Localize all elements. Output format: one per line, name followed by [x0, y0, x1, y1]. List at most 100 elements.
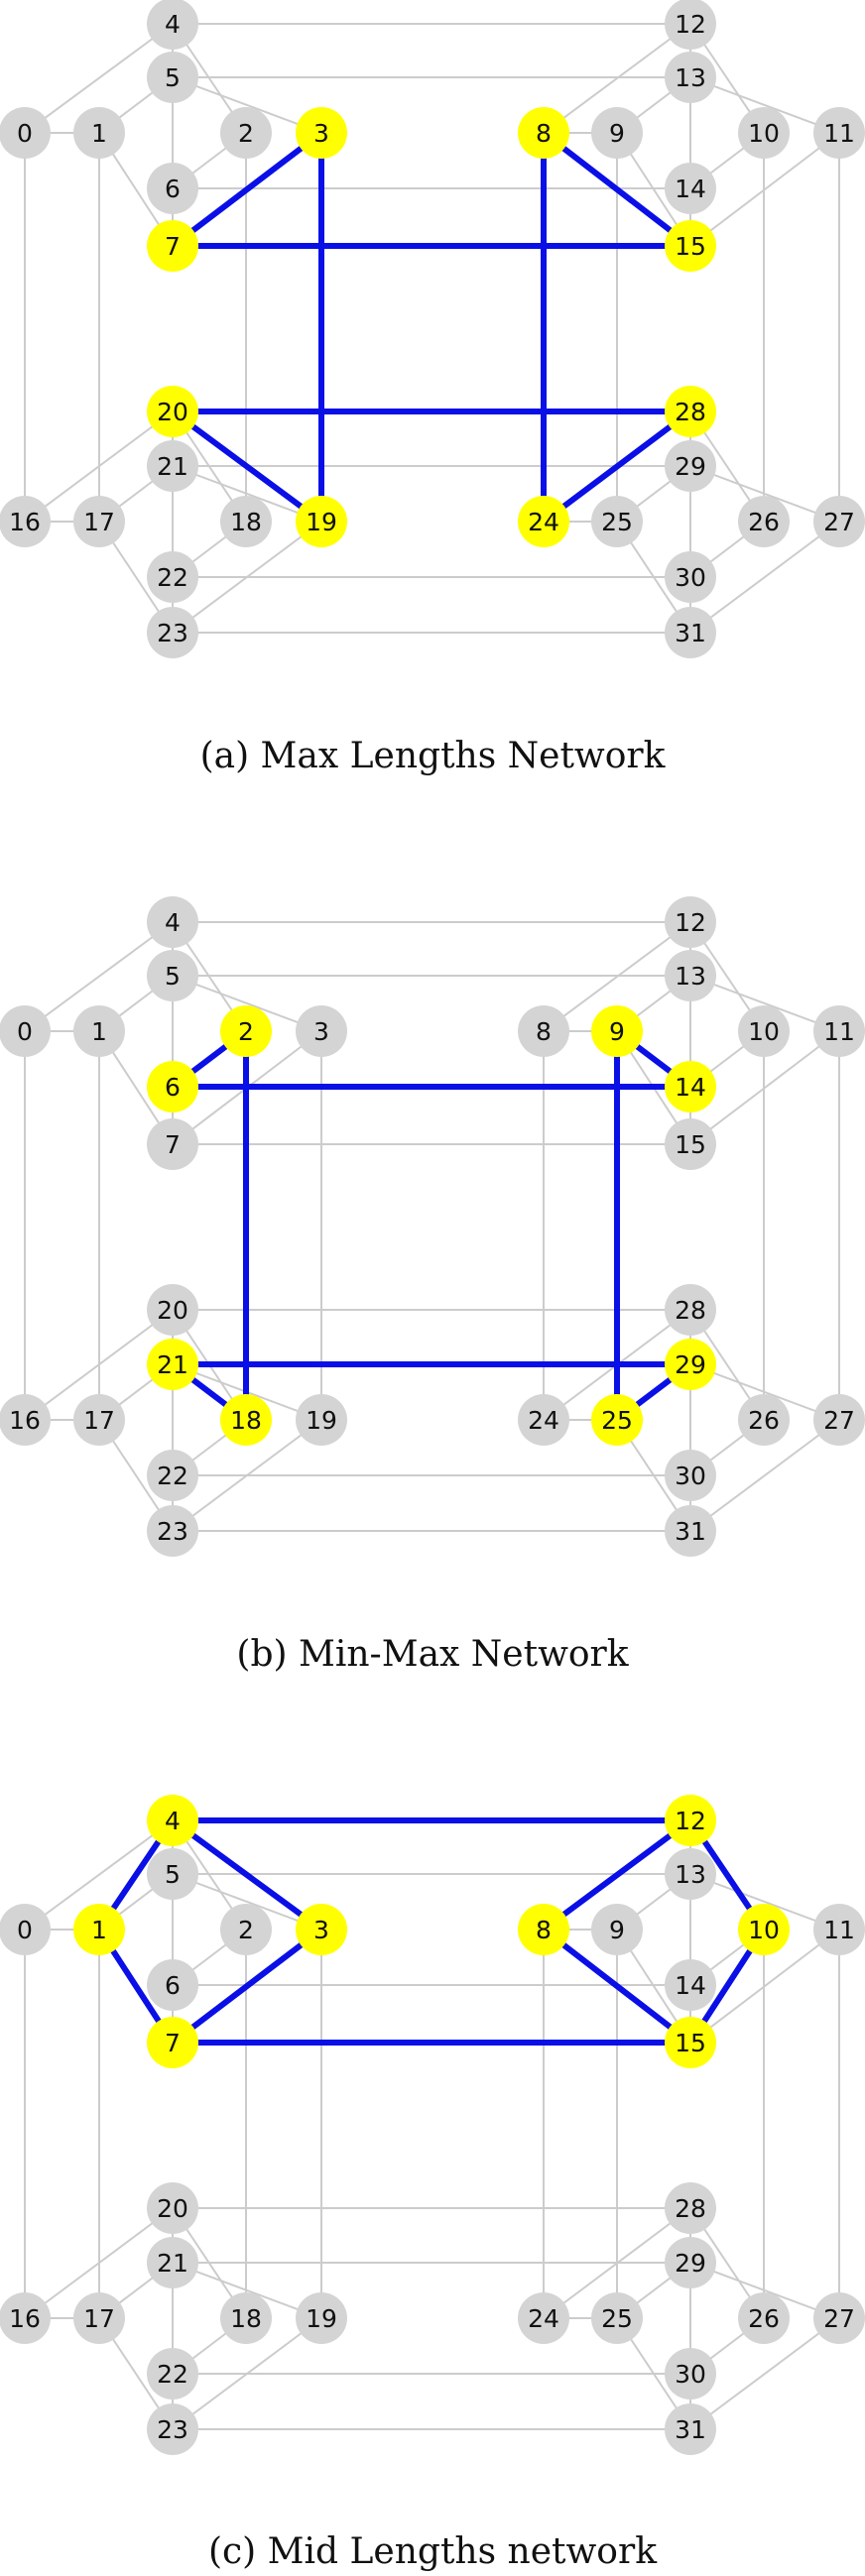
- highlighted-node-circle: [591, 1005, 643, 1057]
- edge-19-21: [172, 465, 322, 523]
- highlighted-node-circle: [665, 1795, 716, 1846]
- highlighted-edge-20-19: [171, 409, 323, 525]
- node-label: 20: [157, 398, 188, 426]
- base-edges: [24, 921, 840, 1532]
- node-10: 10: [738, 1005, 790, 1057]
- highlighted-node-circle: [518, 496, 569, 547]
- node-3: 3: [296, 1904, 347, 1955]
- node-20: 20: [147, 1284, 198, 1336]
- node-label: 26: [748, 2304, 780, 2333]
- edge-16-20: [24, 410, 174, 523]
- highlighted-edge-24-28: [542, 409, 692, 525]
- node-4: 4: [147, 1795, 198, 1846]
- node-circle: [73, 107, 125, 159]
- node-circle: [813, 2292, 865, 2344]
- node-circle: [591, 496, 643, 547]
- node-label: 1: [91, 119, 107, 148]
- node-11: 11: [813, 107, 865, 159]
- node-2: 2: [220, 107, 272, 159]
- node-circle: [665, 1118, 716, 1170]
- node-label: 7: [165, 2029, 181, 2057]
- node-7: 7: [147, 1118, 198, 1170]
- node-label: 14: [675, 1971, 706, 2000]
- node-3: 3: [296, 1005, 347, 1057]
- node-label: 25: [601, 2304, 633, 2333]
- node-label: 0: [17, 1916, 33, 1944]
- node-label: 27: [823, 2304, 855, 2333]
- edge-11-13: [689, 975, 840, 1032]
- node-circle: [665, 607, 716, 658]
- node-circle: [147, 1284, 198, 1336]
- node-label: 6: [165, 1073, 181, 1102]
- node-13: 13: [665, 1848, 716, 1900]
- node-label: 5: [165, 63, 181, 92]
- node-label: 11: [823, 1017, 855, 1046]
- node-27: 27: [813, 2292, 865, 2344]
- node-circle: [591, 107, 643, 159]
- node-circle: [147, 1959, 198, 2011]
- edge-3-5: [172, 1873, 322, 1931]
- node-label: 10: [748, 1017, 780, 1046]
- node-30: 30: [665, 2348, 716, 2400]
- node-circle: [73, 496, 125, 547]
- edge-11-15: [689, 1030, 840, 1145]
- node-label: 13: [675, 63, 706, 92]
- node-6: 6: [147, 163, 198, 214]
- node-6: 6: [147, 1061, 198, 1112]
- node-circle: [0, 1005, 51, 1057]
- highlighted-node-circle: [73, 1904, 125, 1955]
- node-20: 20: [147, 386, 198, 437]
- edge-27-29: [689, 465, 840, 523]
- node-11: 11: [813, 1904, 865, 1955]
- base-edges: [24, 23, 840, 634]
- highlighted-node-circle: [296, 1904, 347, 1955]
- edge-11-15: [689, 132, 840, 247]
- node-label: 10: [748, 1916, 780, 1944]
- node-circle: [0, 107, 51, 159]
- node-15: 15: [665, 1118, 716, 1170]
- node-label: 17: [83, 1406, 115, 1435]
- node-label: 30: [675, 1462, 706, 1490]
- node-circle: [518, 2292, 569, 2344]
- node-label: 14: [675, 1073, 706, 1102]
- node-label: 27: [823, 1406, 855, 1435]
- edge-16-20: [24, 2207, 174, 2319]
- node-9: 9: [591, 1904, 643, 1955]
- node-0: 0: [0, 1904, 51, 1955]
- node-circle: [147, 1450, 198, 1501]
- edge-11-13: [689, 76, 840, 134]
- node-21: 21: [147, 440, 198, 492]
- highlighted-node-circle: [665, 2017, 716, 2068]
- node-label: 23: [157, 619, 188, 647]
- node-circle: [665, 896, 716, 948]
- node-circle: [591, 1904, 643, 1955]
- node-22: 22: [147, 2348, 198, 2400]
- edge-8-12: [543, 23, 691, 134]
- edge-11-13: [689, 1873, 840, 1931]
- node-label: 16: [9, 1406, 41, 1435]
- node-circle: [738, 1005, 790, 1057]
- highlighted-node-circle: [147, 1339, 198, 1390]
- node-label: 18: [230, 508, 262, 536]
- node-label: 2: [238, 1916, 254, 1944]
- node-9: 9: [591, 1005, 643, 1057]
- base-edges: [24, 1819, 840, 2430]
- node-label: 23: [157, 2415, 188, 2444]
- node-24: 24: [518, 2292, 569, 2344]
- node-label: 28: [675, 1296, 706, 1325]
- node-circle: [147, 2403, 198, 2455]
- node-circle: [73, 1394, 125, 1446]
- node-label: 16: [9, 508, 41, 536]
- node-0: 0: [0, 1005, 51, 1057]
- highlighted-edge-4-3: [171, 1817, 323, 1932]
- node-23: 23: [147, 2403, 198, 2455]
- node-circle: [0, 1394, 51, 1446]
- node-circle: [738, 2292, 790, 2344]
- node-circle: [220, 1904, 272, 1955]
- node-12: 12: [665, 896, 716, 948]
- node-29: 29: [665, 440, 716, 492]
- node-circle: [220, 107, 272, 159]
- caption-min-max: (b) Min-Max Network: [236, 1634, 629, 1675]
